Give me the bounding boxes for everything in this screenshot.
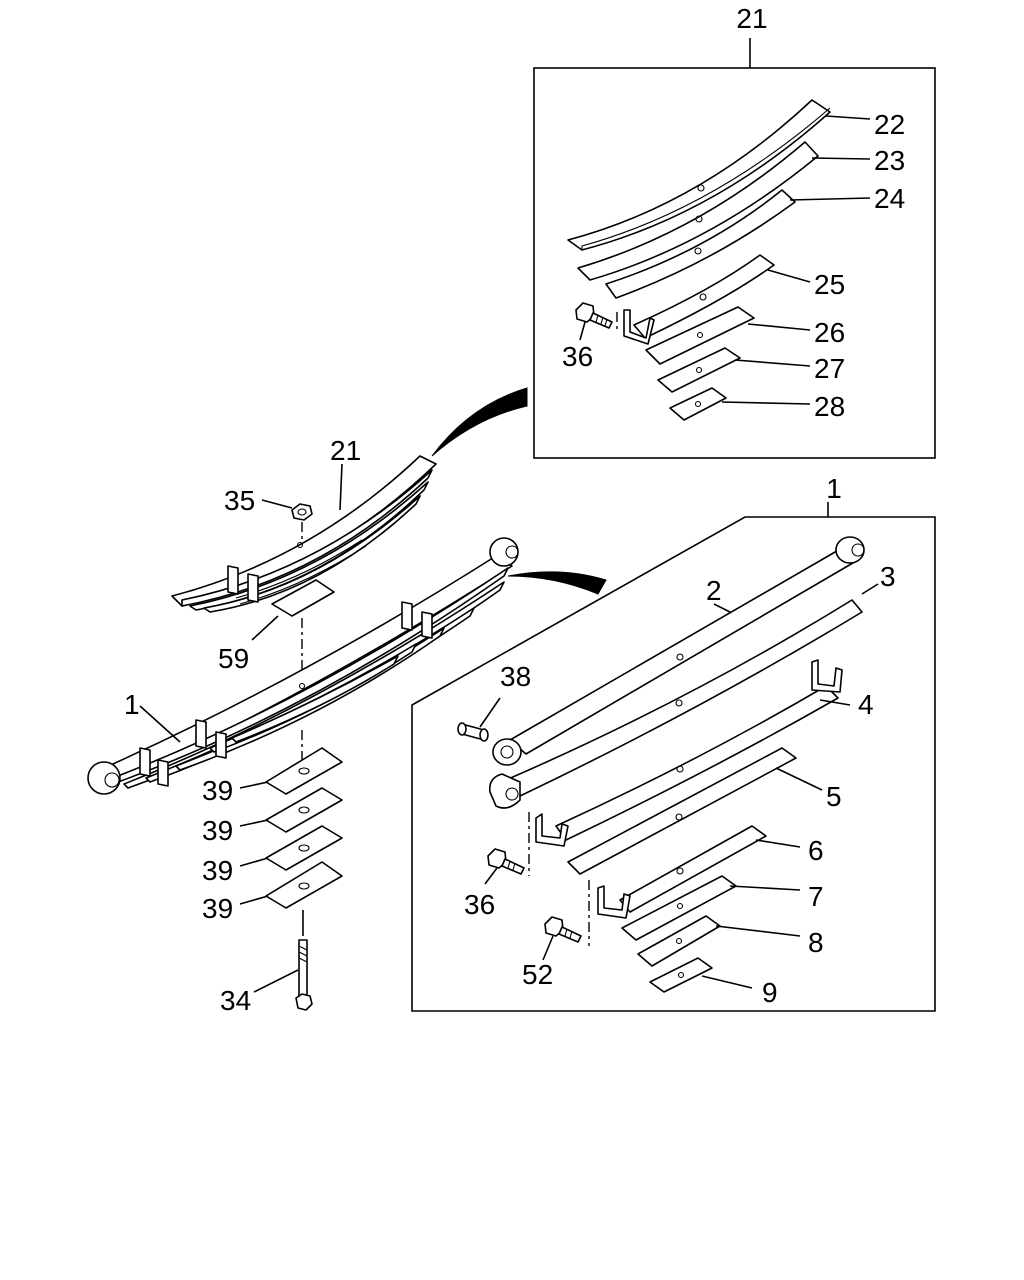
shim-39-2 <box>265 787 343 833</box>
callout-39-c: 39 <box>202 855 233 886</box>
callout-4: 4 <box>858 689 874 720</box>
callout-7: 7 <box>808 881 824 912</box>
callout-27: 27 <box>814 353 845 384</box>
callout-52: 52 <box>522 959 553 990</box>
callout-34: 34 <box>220 985 251 1016</box>
leaders-top-box <box>579 115 871 405</box>
leaf-22 <box>567 99 831 251</box>
callout-1-main: 1 <box>124 689 140 720</box>
main-spring-1 <box>87 537 519 795</box>
callout-21-main: 21 <box>330 435 361 466</box>
callout-1-box: 1 <box>826 473 842 504</box>
leaf-5 <box>567 747 797 875</box>
nut-35 <box>291 503 313 545</box>
leaf-4 <box>535 659 843 847</box>
callout-39-d: 39 <box>202 893 233 924</box>
leaf-24 <box>605 189 796 299</box>
leaf-25 <box>623 254 775 345</box>
leaf-2 <box>492 536 865 766</box>
shim-39-1 <box>265 747 343 795</box>
bolt-34 <box>295 910 313 1011</box>
callout-59: 59 <box>218 643 249 674</box>
link-arrow-21 <box>431 387 528 457</box>
callout-2: 2 <box>706 575 722 606</box>
leaders-bottom-box <box>479 583 879 989</box>
leaf-6 <box>597 825 767 919</box>
plate-59 <box>271 579 335 690</box>
leaf-3 <box>488 599 863 809</box>
callout-36-bottom: 36 <box>464 889 495 920</box>
leaf-26 <box>645 306 755 365</box>
callout-23: 23 <box>874 145 905 176</box>
callout-21-top: 21 <box>736 3 767 34</box>
callout-38: 38 <box>500 661 531 692</box>
callout-6: 6 <box>808 835 824 866</box>
leaf-28 <box>669 387 727 421</box>
shim-39-3 <box>265 825 343 871</box>
callout-36-top: 36 <box>562 341 593 372</box>
callout-35: 35 <box>224 485 255 516</box>
callout-25: 25 <box>814 269 845 300</box>
callout-labels: 21 22 23 24 25 26 27 28 36 21 35 59 1 39… <box>124 3 905 1016</box>
bolt-36-top <box>575 302 618 330</box>
callout-3: 3 <box>880 561 896 592</box>
callout-5: 5 <box>826 781 842 812</box>
detail-box-1 <box>411 502 936 1012</box>
leaf-23 <box>577 141 819 281</box>
link-arrow-1 <box>507 571 607 595</box>
callout-9: 9 <box>762 977 778 1008</box>
callout-26: 26 <box>814 317 845 348</box>
callout-28: 28 <box>814 391 845 422</box>
detail-box-21 <box>533 38 936 459</box>
spring-pack-21 <box>171 455 437 613</box>
callout-22: 22 <box>874 109 905 140</box>
bushing-38 <box>457 722 489 742</box>
leaders-main <box>139 463 343 993</box>
bolt-52 <box>544 880 590 946</box>
callout-39-b: 39 <box>202 815 233 846</box>
callout-8: 8 <box>808 927 824 958</box>
leaf-9 <box>649 957 713 993</box>
shim-39-4 <box>265 861 343 909</box>
bolt-36-bottom <box>487 812 530 876</box>
callout-39-a: 39 <box>202 775 233 806</box>
callout-24: 24 <box>874 183 905 214</box>
leaf-27 <box>657 347 741 393</box>
